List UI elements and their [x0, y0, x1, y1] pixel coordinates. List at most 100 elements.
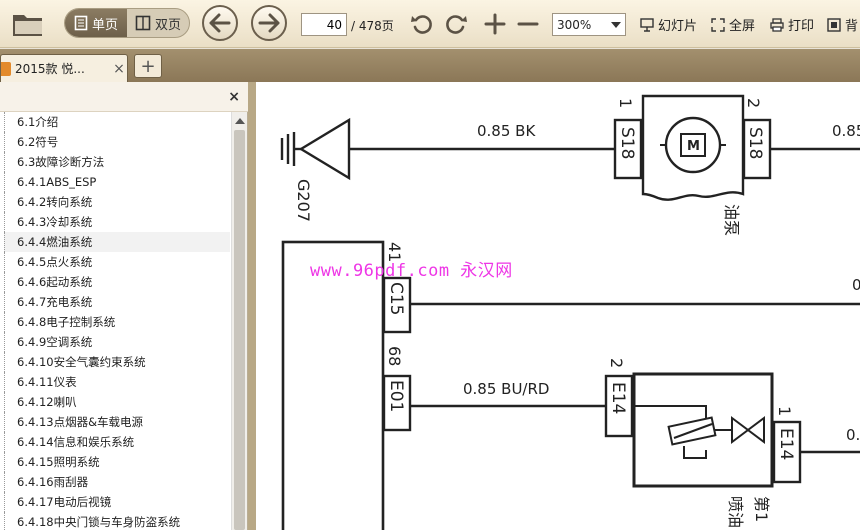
pin-number: 68 [385, 346, 404, 366]
background-button[interactable]: 背 [827, 15, 858, 34]
rotate-right-button[interactable] [442, 9, 470, 39]
connector-code: S18 [745, 127, 765, 159]
zoom-select[interactable]: 300% [552, 13, 626, 36]
wire-label: 0.85 BU/RD [463, 380, 549, 398]
background-icon [827, 17, 841, 32]
scroll-up-icon[interactable] [235, 118, 245, 124]
scrollbar-thumb[interactable] [234, 130, 245, 530]
print-label: 打印 [788, 19, 815, 34]
arrow-right-icon [258, 13, 280, 33]
zoom-value: 300% [557, 17, 592, 32]
arrow-left-icon [209, 13, 231, 33]
wire-c15-label: 0 [852, 276, 860, 294]
connector-s18-left [613, 118, 643, 180]
rotate-right-icon [446, 15, 467, 34]
document-page: G207 0.85 BK 1 S18 M 油泵 2 S18 0.85 41 C1… [256, 82, 860, 530]
zoom-out-button[interactable] [514, 9, 542, 39]
toc-item[interactable]: 6.4.2转向系统 [4, 192, 230, 212]
tab-strip: 2015款 悦... × [0, 49, 860, 82]
toc-item[interactable]: 6.4.15照明系统 [4, 452, 230, 472]
motor-symbol: M [687, 139, 700, 154]
toc-item[interactable]: 6.4.11仪表 [4, 372, 230, 392]
document-tab[interactable]: 2015款 悦... × [0, 54, 128, 82]
view-mode-toggle: 单页 双页 [64, 8, 190, 38]
ecm-box [281, 240, 385, 530]
toc-item[interactable]: 6.4.12喇叭 [4, 392, 230, 412]
connector-code: S18 [617, 127, 637, 159]
single-page-icon [74, 15, 88, 31]
toc-item[interactable]: 6.4.4燃油系统 [4, 232, 230, 252]
folder-icon [13, 15, 42, 36]
wiring-diagram: G207 0.85 BK 1 S18 M 油泵 2 S18 0.85 41 C1… [280, 94, 860, 530]
ground-symbol [280, 117, 351, 181]
previous-page-button[interactable] [202, 5, 238, 41]
printer-icon [770, 17, 784, 32]
injector-label-2: 第1 [752, 496, 771, 522]
toc-item[interactable]: 6.4.18中央门锁与车身防盗系统 [4, 512, 230, 530]
pump-label: 油泵 [722, 204, 741, 236]
zoom-in-button[interactable] [481, 9, 509, 39]
toc-item[interactable]: 6.2符号 [4, 132, 230, 152]
wire-label: 0.85 BK [477, 122, 536, 140]
slideshow-icon [640, 17, 654, 32]
toc-item[interactable]: 6.3故障诊断方法 [4, 152, 230, 172]
toc-item[interactable]: 6.4.14信息和娱乐系统 [4, 432, 230, 452]
open-folder-button[interactable] [8, 6, 48, 42]
pin-number: 2 [607, 358, 626, 368]
fullscreen-button[interactable]: 全屏 [711, 15, 755, 34]
page-number-input[interactable] [301, 13, 347, 36]
sidebar-scrollbar[interactable] [231, 112, 247, 530]
double-page-button[interactable]: 双页 [127, 9, 189, 37]
fullscreen-label: 全屏 [729, 19, 756, 34]
toc-item[interactable]: 6.4.17电动后视镜 [4, 492, 230, 512]
new-tab-button[interactable]: + [134, 54, 162, 78]
toc-item[interactable]: 6.4.8电子控制系统 [4, 312, 230, 332]
toc-item[interactable]: 6.4.1ABS_ESP [4, 172, 230, 192]
toc-item[interactable]: 6.4.3冷却系统 [4, 212, 230, 232]
toc-item[interactable]: 6.4.7充电系统 [4, 292, 230, 312]
injector-label: 喷油 [726, 496, 745, 528]
rotate-left-button[interactable] [408, 9, 436, 39]
solenoid-core [673, 423, 713, 439]
double-page-label: 双页 [154, 17, 181, 33]
close-sidebar-icon[interactable]: × [228, 89, 240, 105]
single-page-button[interactable]: 单页 [65, 9, 127, 37]
next-page-button[interactable] [251, 5, 287, 41]
slideshow-button[interactable]: 幻灯片 [640, 15, 697, 34]
watermark: www.96pdf.com 永汉网 [310, 261, 513, 281]
print-button[interactable]: 打印 [770, 15, 814, 34]
single-page-label: 单页 [91, 17, 118, 33]
close-tab-icon[interactable]: × [113, 60, 125, 77]
chevron-down-icon [611, 21, 621, 28]
toc-item[interactable]: 6.4.9空调系统 [4, 332, 230, 352]
minus-icon [517, 22, 539, 26]
pdf-file-icon [1, 61, 11, 76]
sidebar-header: × [0, 82, 248, 112]
background-label: 背 [845, 19, 859, 34]
sidebar-splitter[interactable] [248, 82, 256, 530]
motor-symbol-box [680, 133, 706, 157]
wire-right-label: 0.85 [832, 122, 860, 140]
plus-icon [484, 13, 506, 35]
connector-c15 [382, 276, 412, 334]
pin-number: 41 [385, 242, 404, 262]
page-total: / 478页 [351, 19, 394, 33]
pin-number: 2 [744, 98, 763, 108]
toolbar: 单页 双页 / 478页 [0, 0, 860, 48]
fullscreen-icon [711, 17, 725, 32]
connector-code: C15 [386, 282, 406, 316]
connector-e01 [382, 374, 412, 432]
toc-item[interactable]: 6.4.5点火系统 [4, 252, 230, 272]
connector-code: E01 [386, 380, 406, 412]
ground-label: G207 [294, 179, 313, 222]
toc-item[interactable]: 6.4.16雨刮器 [4, 472, 230, 492]
toc-item[interactable]: 6.4.10安全气囊约束系统 [4, 352, 230, 372]
slideshow-label: 幻灯片 [658, 19, 698, 34]
toc-item[interactable]: 6.4.6起动系统 [4, 272, 230, 292]
pin-number: 1 [616, 98, 635, 108]
rotate-left-icon [411, 15, 432, 34]
toc-item[interactable]: 6.4.13点烟器&车载电源 [4, 412, 230, 432]
toc-item[interactable]: 6.1介绍 [4, 112, 230, 132]
